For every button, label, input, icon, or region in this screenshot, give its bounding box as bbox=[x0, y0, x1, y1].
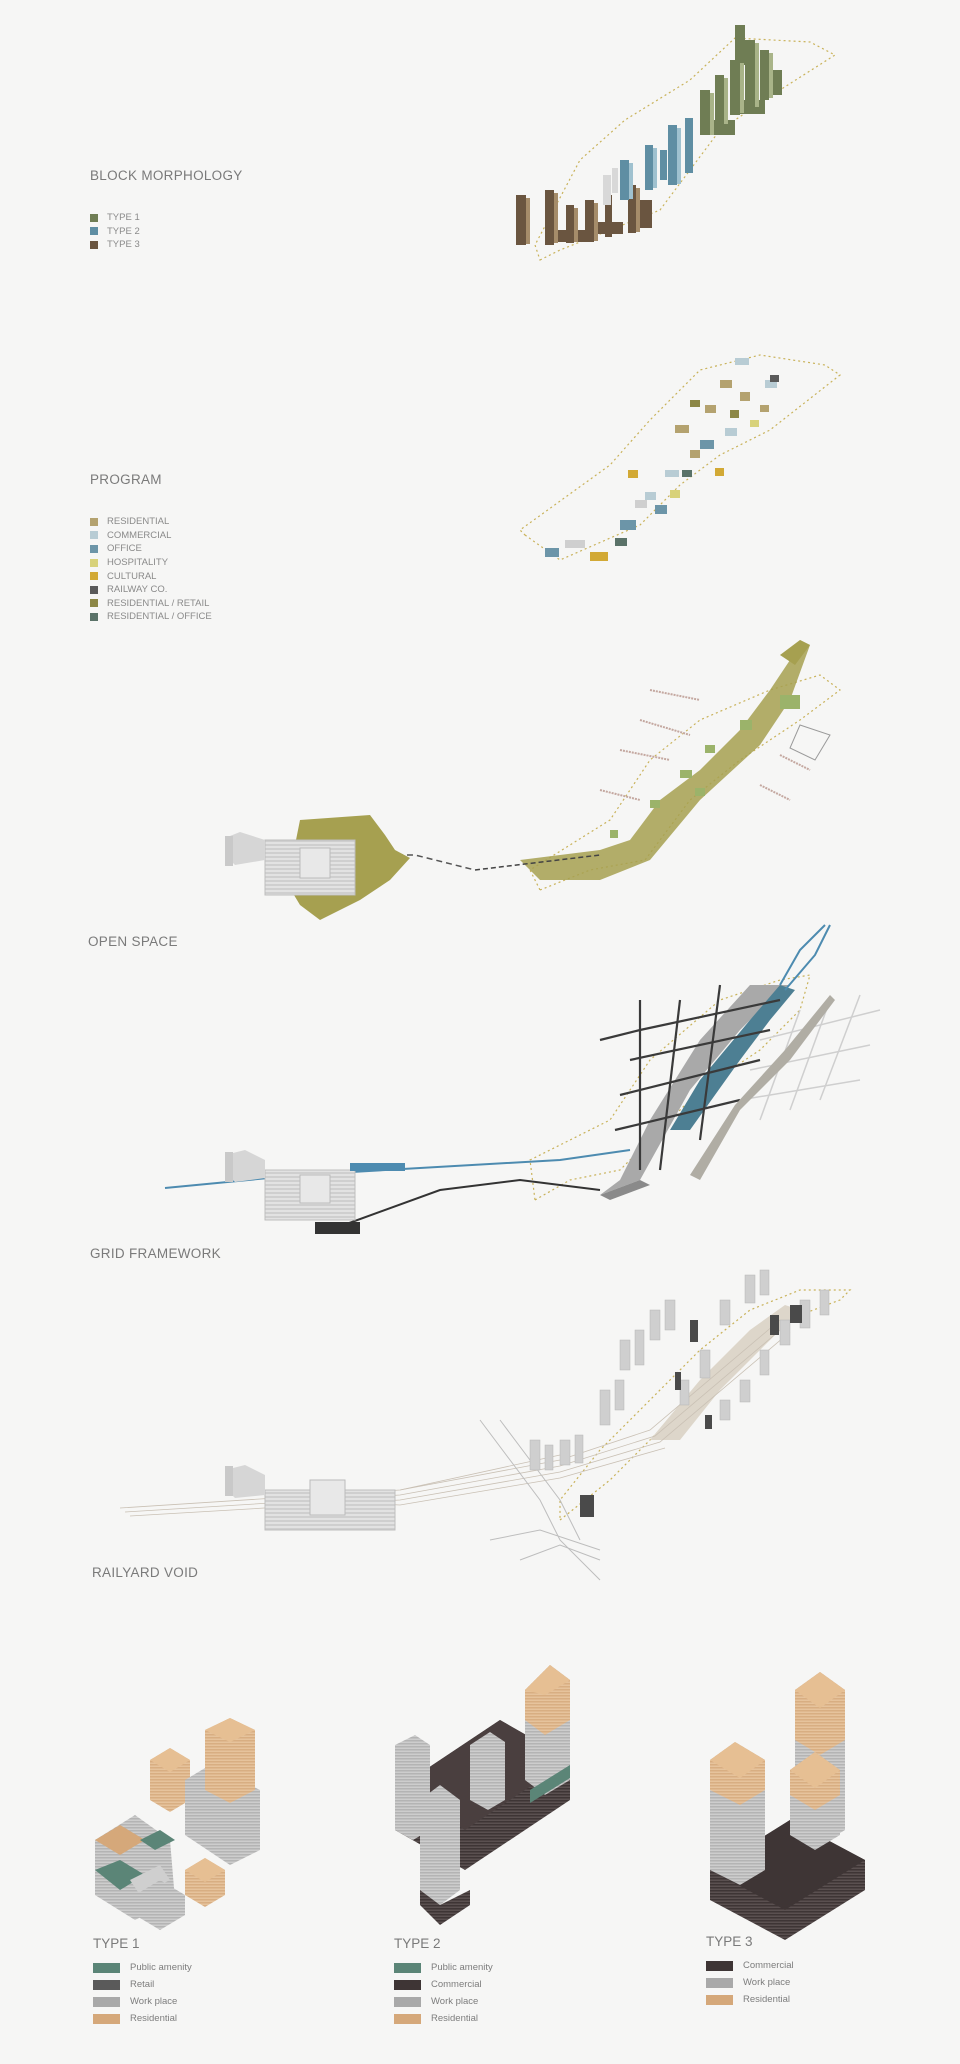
type-2-axonometric bbox=[395, 1665, 570, 1925]
legend-swatch bbox=[93, 2013, 120, 2024]
legend-item: RESIDENTIAL bbox=[90, 515, 212, 529]
legend-item: Residential bbox=[394, 2010, 493, 2027]
type-3-axonometric bbox=[710, 1672, 865, 1940]
open-space-title: OPEN SPACE bbox=[88, 934, 178, 949]
legend-label: Work place bbox=[431, 1996, 479, 2007]
legend-label: Residential bbox=[130, 2013, 177, 2024]
legend-item: Public amenity bbox=[394, 1959, 493, 1976]
legend-swatch bbox=[90, 544, 98, 553]
legend-item: Work place bbox=[93, 1993, 192, 2010]
legend-item: CULTURAL bbox=[90, 569, 212, 583]
type-2-title: TYPE 2 bbox=[394, 1936, 441, 1951]
legend-swatch bbox=[90, 531, 98, 540]
legend-swatch bbox=[90, 572, 98, 581]
legend-item: RAILWAY CO. bbox=[90, 583, 212, 597]
legend-label: Retail bbox=[130, 1979, 155, 1990]
legend-label: Work place bbox=[130, 1996, 178, 2007]
legend-label: Residential bbox=[743, 1994, 790, 2005]
legend-label: RESIDENTIAL bbox=[107, 516, 170, 528]
program-title: PROGRAM bbox=[90, 472, 162, 487]
program-drawing bbox=[519, 354, 842, 561]
legend-swatch bbox=[90, 612, 98, 621]
grid-framework-title: GRID FRAMEWORK bbox=[90, 1246, 221, 1261]
open-space-drawing bbox=[225, 640, 841, 920]
legend-item: Residential bbox=[93, 2010, 192, 2027]
legend-label: COMMERCIAL bbox=[107, 529, 172, 541]
legend-item: Commercial bbox=[394, 1976, 493, 1993]
legend-item: Public amenity bbox=[93, 1959, 192, 1976]
legend-label: Residential bbox=[431, 2013, 478, 2024]
legend-item: TYPE 2 bbox=[90, 225, 140, 239]
legend-swatch bbox=[93, 1962, 120, 1973]
legend-item: Retail bbox=[93, 1976, 192, 1993]
legend-label: Public amenity bbox=[431, 1962, 493, 1973]
legend-item: Work place bbox=[706, 1974, 794, 1991]
railyard-void-title: RAILYARD VOID bbox=[92, 1565, 199, 1580]
legend-swatch bbox=[90, 227, 98, 236]
legend-swatch bbox=[90, 599, 98, 608]
legend-swatch bbox=[706, 1977, 733, 1988]
legend-item: Commercial bbox=[706, 1957, 794, 1974]
legend-label: TYPE 3 bbox=[107, 239, 140, 251]
legend-swatch bbox=[706, 1960, 733, 1971]
legend-label: Commercial bbox=[743, 1960, 794, 1971]
type-1-title: TYPE 1 bbox=[93, 1936, 140, 1951]
legend-label: OFFICE bbox=[107, 543, 142, 555]
legend-item: Work place bbox=[394, 1993, 493, 2010]
legend-item: RESIDENTIAL / OFFICE bbox=[90, 610, 212, 624]
legend-swatch bbox=[90, 240, 98, 249]
railyard-void-drawing bbox=[119, 1269, 852, 1581]
legend-item: TYPE 1 bbox=[90, 211, 140, 225]
legend-label: TYPE 2 bbox=[107, 225, 140, 237]
block-morphology-title: BLOCK MORPHOLOGY bbox=[90, 168, 243, 183]
legend-swatch bbox=[706, 1994, 733, 2005]
legend-swatch bbox=[90, 585, 98, 594]
legend-item: Residential bbox=[706, 1991, 794, 2008]
legend-label: RAILWAY CO. bbox=[107, 584, 168, 596]
legend-label: HOSPITALITY bbox=[107, 557, 169, 569]
legend-swatch bbox=[90, 517, 98, 526]
legend-swatch bbox=[394, 1979, 421, 1990]
legend-swatch bbox=[90, 213, 98, 222]
legend-item: TYPE 3 bbox=[90, 238, 140, 252]
legend-item: OFFICE bbox=[90, 542, 212, 556]
block-morphology-legend: TYPE 1 TYPE 2 TYPE 3 bbox=[90, 211, 140, 252]
legend-swatch bbox=[394, 1996, 421, 2007]
legend-item: HOSPITALITY bbox=[90, 556, 212, 570]
legend-label: Commercial bbox=[431, 1979, 482, 1990]
legend-label: CULTURAL bbox=[107, 570, 157, 582]
legend-swatch bbox=[93, 1996, 120, 2007]
type-3-title: TYPE 3 bbox=[706, 1934, 753, 1949]
legend-item: COMMERCIAL bbox=[90, 529, 212, 543]
program-legend: RESIDENTIAL COMMERCIAL OFFICE HOSPITALIT… bbox=[90, 515, 212, 624]
legend-label: RESIDENTIAL / OFFICE bbox=[107, 611, 212, 623]
legend-label: TYPE 1 bbox=[107, 212, 140, 224]
legend-item: RESIDENTIAL / RETAIL bbox=[90, 597, 212, 611]
legend-label: Public amenity bbox=[130, 1962, 192, 1973]
legend-swatch bbox=[394, 2013, 421, 2024]
legend-swatch bbox=[394, 1962, 421, 1973]
legend-label: Work place bbox=[743, 1977, 791, 1988]
legend-swatch bbox=[90, 558, 98, 567]
legend-label: RESIDENTIAL / RETAIL bbox=[107, 597, 210, 609]
type-1-axonometric bbox=[95, 1718, 260, 1930]
legend-swatch bbox=[93, 1979, 120, 1990]
type-2-legend: TYPE 2 Public amenity Commercial Work pl… bbox=[394, 1936, 493, 2027]
type-3-legend: TYPE 3 Commercial Work place Residential bbox=[706, 1934, 794, 2008]
grid-framework-drawing bbox=[164, 924, 881, 1234]
type-1-legend: TYPE 1 Public amenity Retail Work place … bbox=[93, 1936, 192, 2027]
block-morphology-drawing bbox=[516, 25, 837, 261]
